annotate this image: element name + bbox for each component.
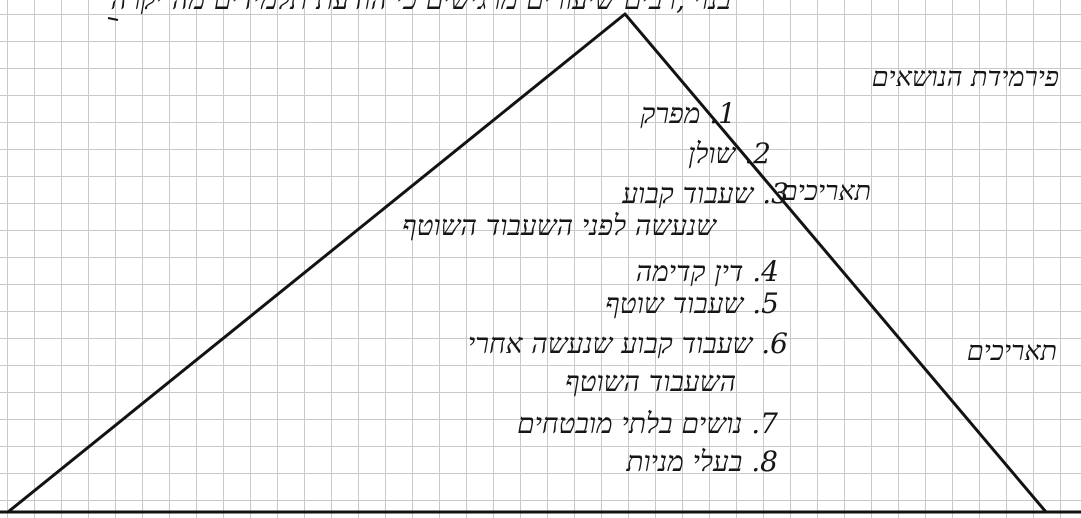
side-label-dates-1: תאריכים <box>780 176 871 207</box>
list-item-1: 1. מפרק <box>640 97 736 130</box>
list-item-7: 7. נושים בלתי מובטחים <box>517 407 778 440</box>
top-underline <box>107 17 119 21</box>
list-item-5: 5. שעבוד שוטף <box>605 287 779 320</box>
list-item-4: 4. דין קדימה <box>635 255 779 288</box>
list-item-3-continuation: שנעשה לפני השעבוד השוטף <box>402 209 716 242</box>
list-item-8: 8. בעלי מניות <box>626 445 778 478</box>
top-handwritten-line: בנוי ,רבים שיעורים מרגישים כי הודעת תלמי… <box>111 0 731 14</box>
list-item-3: 3. שעבוד קבוע <box>622 177 789 210</box>
pyramid-outline <box>6 12 1048 514</box>
list-item-6: 6. שעבוד קבוע שנעשה אחרי <box>467 327 788 360</box>
side-label-dates-2: תאריכים <box>966 336 1057 367</box>
list-item-2: 2. שולן <box>688 137 771 170</box>
pyramid-title: פירמידת הנושאים <box>871 62 1059 93</box>
list-item-6-continuation: השעבוד השוטף <box>565 365 736 398</box>
